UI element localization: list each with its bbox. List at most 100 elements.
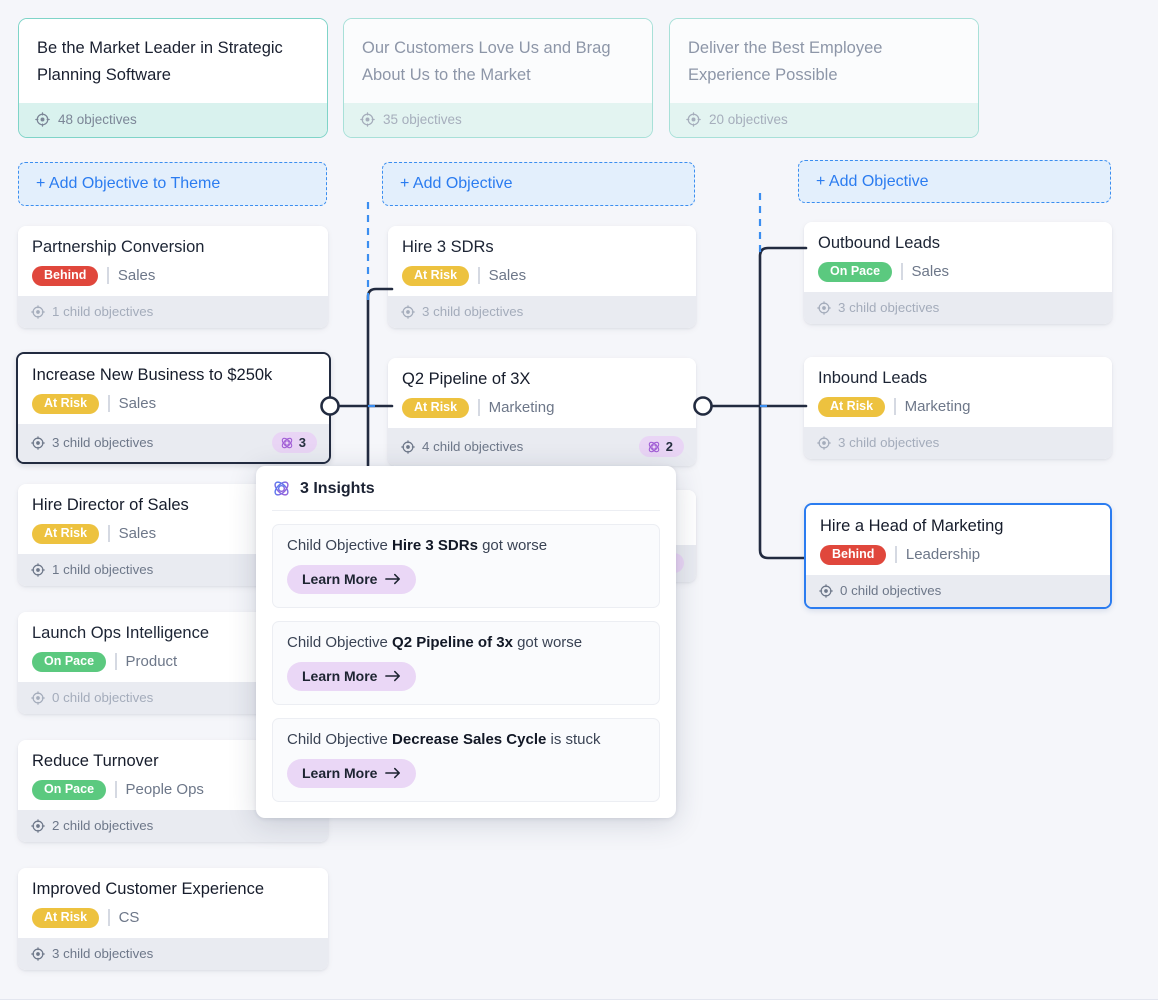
divider bbox=[901, 263, 903, 281]
target-icon bbox=[31, 690, 45, 705]
objective-card-partnership-conversion[interactable]: Partnership Conversion Behind Sales 1 ch… bbox=[18, 226, 328, 329]
theme-objective-count: 20 objectives bbox=[709, 111, 788, 127]
objective-meta: Behind Sales bbox=[32, 265, 314, 287]
team-label: Product bbox=[125, 653, 178, 671]
insight-item[interactable]: Child Objective Decrease Sales Cycle is … bbox=[272, 718, 660, 802]
objective-body: Hire a Head of Marketing Behind Leadersh… bbox=[806, 505, 1110, 576]
insights-popover: 3 Insights Child Objective Hire 3 SDRs g… bbox=[256, 466, 676, 818]
theme-card-2[interactable]: Deliver the Best Employee Experience Pos… bbox=[669, 18, 979, 138]
divider bbox=[107, 267, 109, 285]
target-icon bbox=[31, 562, 45, 577]
learn-more-label: Learn More bbox=[302, 668, 378, 684]
status-badge: At Risk bbox=[818, 396, 886, 418]
objective-body: Outbound Leads On Pace Sales bbox=[804, 222, 1112, 293]
objective-body: Inbound Leads At Risk Marketing bbox=[804, 357, 1112, 428]
objective-footer: 3 child objectives bbox=[388, 296, 696, 329]
target-icon bbox=[360, 111, 375, 127]
insights-chip[interactable]: 3 bbox=[271, 432, 317, 454]
arrow-right-icon bbox=[385, 669, 401, 683]
objective-card-increase-new-business[interactable]: Increase New Business to $250k At Risk S… bbox=[16, 352, 331, 465]
team-label: Sales bbox=[911, 263, 950, 281]
learn-more-button[interactable]: Learn More bbox=[287, 662, 417, 691]
insights-title: 3 Insights bbox=[300, 479, 375, 497]
target-icon bbox=[817, 435, 831, 450]
insight-prefix: Child Objective bbox=[287, 731, 393, 748]
team-label: Sales bbox=[118, 395, 157, 413]
team-label: Sales bbox=[488, 267, 527, 285]
team-label: People Ops bbox=[125, 781, 204, 799]
objective-footer: 3 child objectives 3 bbox=[18, 424, 329, 463]
objective-card-inbound-leads[interactable]: Inbound Leads At Risk Marketing 3 child … bbox=[804, 357, 1112, 460]
arrow-right-icon bbox=[385, 572, 401, 586]
theme-card-0[interactable]: Be the Market Leader in Strategic Planni… bbox=[18, 18, 328, 138]
divider bbox=[478, 267, 480, 285]
objective-card-improved-customer-experience[interactable]: Improved Customer Experience At Risk CS … bbox=[18, 868, 328, 971]
child-objective-count: 1 child objectives bbox=[52, 562, 154, 578]
objective-footer: 1 child objectives bbox=[18, 296, 328, 329]
child-objective-count: 3 child objectives bbox=[422, 304, 524, 320]
insight-prefix: Child Objective bbox=[287, 537, 393, 554]
arrow-right-icon bbox=[385, 766, 401, 780]
target-icon bbox=[31, 435, 45, 450]
objective-card-outbound-leads[interactable]: Outbound Leads On Pace Sales 3 child obj… bbox=[804, 222, 1112, 325]
learn-more-label: Learn More bbox=[302, 571, 378, 587]
theme-footer: 20 objectives bbox=[670, 102, 978, 137]
learn-more-button[interactable]: Learn More bbox=[287, 565, 417, 594]
insight-suffix: is stuck bbox=[546, 731, 601, 748]
child-objective-count: 2 child objectives bbox=[52, 818, 154, 834]
team-label: Marketing bbox=[904, 398, 971, 416]
objective-title: Hire a Head of Marketing bbox=[820, 517, 1004, 535]
objective-title: Partnership Conversion bbox=[32, 238, 205, 256]
insight-suffix: got worse bbox=[477, 537, 548, 554]
insight-text: Child Objective Decrease Sales Cycle is … bbox=[287, 731, 645, 749]
theme-objective-count: 48 objectives bbox=[58, 111, 137, 127]
status-badge: Behind bbox=[32, 265, 99, 287]
objective-meta: On Pace Product bbox=[32, 651, 314, 673]
theme-card-1[interactable]: Our Customers Love Us and Brag About Us … bbox=[343, 18, 653, 138]
add-objective-right-button[interactable]: + Add Objective bbox=[798, 160, 1111, 203]
team-label: Marketing bbox=[488, 399, 555, 417]
child-objective-count: 3 child objectives bbox=[52, 435, 154, 451]
target-icon bbox=[31, 946, 45, 961]
objective-meta: At Risk Sales bbox=[32, 393, 315, 415]
objective-card-q2-pipeline[interactable]: Q2 Pipeline of 3X At Risk Marketing 4 ch… bbox=[388, 358, 696, 467]
insights-icon bbox=[280, 436, 294, 450]
insight-item[interactable]: Child Objective Q2 Pipeline of 3x got wo… bbox=[272, 621, 660, 705]
insights-chip[interactable]: 2 bbox=[638, 436, 684, 458]
add-objective-middle-button[interactable]: + Add Objective bbox=[382, 162, 695, 206]
divider bbox=[894, 398, 896, 416]
insight-prefix: Child Objective bbox=[287, 634, 393, 651]
status-badge: On Pace bbox=[818, 261, 893, 283]
child-objective-count: 3 child objectives bbox=[838, 300, 940, 316]
status-badge: On Pace bbox=[32, 779, 107, 801]
objective-body: Increase New Business to $250k At Risk S… bbox=[18, 354, 329, 425]
objective-card-hire-head-of-marketing[interactable]: Hire a Head of Marketing Behind Leadersh… bbox=[804, 503, 1112, 610]
status-badge: Behind bbox=[820, 544, 887, 566]
add-objective-to-theme-button[interactable]: + Add Objective to Theme bbox=[18, 162, 327, 206]
objective-card-hire-3-sdrs[interactable]: Hire 3 SDRs At Risk Sales 3 child object… bbox=[388, 226, 696, 329]
theme-objective-count: 35 objectives bbox=[383, 111, 462, 127]
insight-objective-name: Hire 3 SDRs bbox=[392, 537, 478, 554]
objective-meta: At Risk Marketing bbox=[818, 396, 1098, 418]
objective-body: Q2 Pipeline of 3X At Risk Marketing bbox=[388, 358, 696, 429]
divider bbox=[115, 781, 117, 799]
insights-count: 2 bbox=[665, 439, 673, 455]
insight-item[interactable]: Child Objective Hire 3 SDRs got worse Le… bbox=[272, 524, 660, 608]
objective-body: Improved Customer Experience At Risk CS bbox=[18, 868, 328, 939]
team-label: Sales bbox=[118, 525, 157, 543]
divider bbox=[108, 909, 110, 927]
objective-title: Hire Director of Sales bbox=[32, 496, 189, 514]
theme-footer: 48 objectives bbox=[19, 102, 327, 137]
objective-meta: Behind Leadership bbox=[820, 544, 1096, 566]
learn-more-button[interactable]: Learn More bbox=[287, 759, 417, 788]
theme-footer: 35 objectives bbox=[344, 102, 652, 137]
theme-title: Our Customers Love Us and Brag About Us … bbox=[344, 19, 652, 103]
team-label: Sales bbox=[117, 267, 156, 285]
child-objective-count: 3 child objectives bbox=[838, 435, 940, 451]
divider bbox=[108, 395, 110, 413]
target-icon bbox=[819, 583, 833, 598]
objective-title: Improved Customer Experience bbox=[32, 880, 265, 898]
objective-footer: 3 child objectives bbox=[18, 938, 328, 971]
objective-footer: 3 child objectives bbox=[804, 427, 1112, 460]
insight-text: Child Objective Q2 Pipeline of 3x got wo… bbox=[287, 634, 645, 652]
